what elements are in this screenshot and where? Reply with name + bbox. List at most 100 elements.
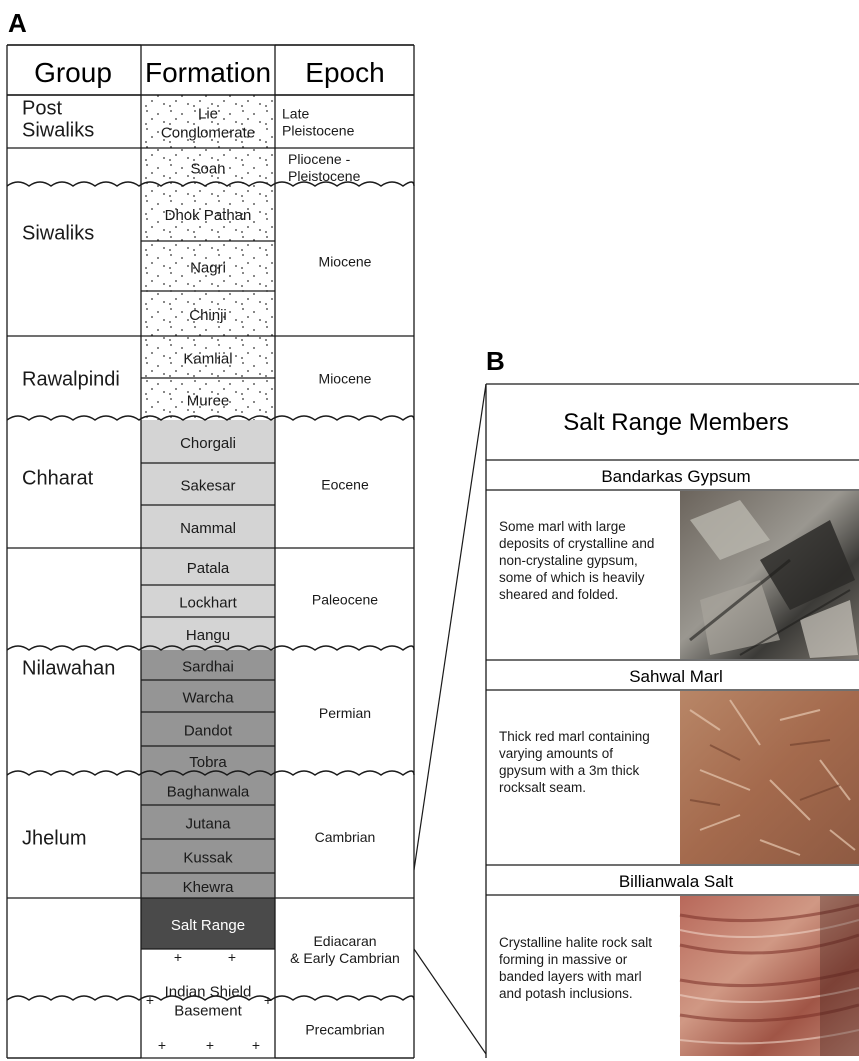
formation-label-baghanwala: Baghanwala <box>167 783 250 800</box>
formation-label-jutana: Jutana <box>185 815 231 832</box>
formation-label-kussak: Kussak <box>183 849 233 866</box>
formation-label-patala: Patala <box>187 560 230 577</box>
formation-label-sakesar: Sakesar <box>180 477 235 494</box>
basement-cross: + <box>252 1037 260 1053</box>
basement-cross: + <box>264 992 272 1008</box>
formation-label-dhok-pathan: Dhok Pathan <box>165 207 252 224</box>
formation-cell-salt-range <box>141 898 275 949</box>
epoch-label-precambrian: Precambrian <box>305 1022 384 1038</box>
formation-cell-nagri <box>141 241 275 291</box>
basement-cross: + <box>158 1037 166 1053</box>
connector-top <box>413 383 487 871</box>
formation-label-sardhai: Sardhai <box>182 658 234 675</box>
formation-fills <box>141 95 275 1058</box>
formation-cell-chorgali <box>141 420 275 463</box>
formation-label-kamlial: Kamlial <box>183 350 232 367</box>
formation-label-hangu: Hangu <box>186 627 230 644</box>
formation-cell-warcha <box>141 680 275 712</box>
column-grid <box>6 44 415 1059</box>
connector-bottom <box>413 948 487 1055</box>
formation-cell-lie-conglomerate <box>141 95 275 148</box>
unconformity-lines <box>6 181 415 1001</box>
panel-b-frame <box>485 383 859 1058</box>
member-name-bandarkas: Bandarkas Gypsum <box>601 467 750 486</box>
basement-cross: + <box>228 949 236 965</box>
formation-label-warcha: Warcha <box>182 689 234 706</box>
formation-cell-kamlial <box>141 336 275 378</box>
formation-label-khewra: Khewra <box>183 879 235 896</box>
epoch-label-ediacaran-early-cambrian: Ediacaran& Early Cambrian <box>290 933 400 966</box>
group-label-chharat: Chharat <box>22 467 94 489</box>
panel-b-title: Salt Range Members <box>563 409 788 436</box>
formation-label-lockhart: Lockhart <box>179 594 237 611</box>
formation-label-nammal: Nammal <box>180 520 236 537</box>
formation-cell-muree <box>141 378 275 420</box>
formation-label-chorgali: Chorgali <box>180 435 236 452</box>
group-label-siwaliks: Siwaliks <box>22 222 94 244</box>
epoch-label-cambrian: Cambrian <box>315 829 376 845</box>
epoch-label-pliocene-pleistocene: Pliocene -Pleistocene <box>288 151 361 184</box>
epoch-label-miocene: Miocene <box>319 254 372 270</box>
formation-cell-kussak <box>141 839 275 873</box>
group-label-jhelum: Jhelum <box>22 827 86 849</box>
formation-cell-baghanwala <box>141 775 275 805</box>
formation-cell-khewra <box>141 873 275 898</box>
formation-cell-hangu <box>141 617 275 650</box>
red-marl-photo <box>680 691 859 864</box>
formation-cell-dhok-pathan <box>141 186 275 241</box>
formation-label-tobra: Tobra <box>189 754 227 771</box>
header-formation: Formation <box>145 57 271 88</box>
formation-label-chinji: Chinji <box>189 307 227 324</box>
group-label-nilawahan: Nilawahan <box>22 657 115 679</box>
epoch-label-miocene: Miocene <box>319 371 372 387</box>
basement-cross: + <box>174 949 182 965</box>
gypsum-rock-photo <box>680 491 859 659</box>
formation-label-salt-range: Salt Range <box>171 917 245 934</box>
formation-cell-tobra <box>141 746 275 775</box>
group-label-rawalpindi: Rawalpindi <box>22 368 120 390</box>
panel-a-letter: A <box>8 8 27 38</box>
header-group: Group <box>34 57 112 88</box>
unconformity-line <box>6 415 415 421</box>
header-epoch: Epoch <box>305 57 384 88</box>
unconformity-line <box>6 770 415 776</box>
unconformity-line <box>6 645 415 651</box>
unconformity-line <box>6 995 415 1001</box>
formation-label-dandot: Dandot <box>184 722 233 739</box>
member-name-sahwal: Sahwal Marl <box>629 667 723 686</box>
formation-cell-lockhart <box>141 585 275 617</box>
formation-cell-dandot <box>141 712 275 746</box>
basement-crosses: + + + + + + + <box>146 949 272 1053</box>
panel-b-letter: B <box>486 346 505 376</box>
formation-label-muree: Muree <box>187 392 230 409</box>
formation-cell-patala <box>141 548 275 585</box>
rock-salt-photo <box>679 896 859 1056</box>
formation-cell-soan <box>141 148 275 186</box>
epoch-label-permian: Permian <box>319 705 371 721</box>
formation-cell-sakesar <box>141 463 275 505</box>
formation-label-soan: Soan <box>190 160 225 177</box>
formation-label-nagri: Nagri <box>190 259 226 276</box>
formation-cell-nammal <box>141 505 275 548</box>
basement-cross: + <box>206 1037 214 1053</box>
formation-cell-jutana <box>141 805 275 839</box>
formation-cell-chinji <box>141 291 275 336</box>
basement-cross: + <box>146 992 154 1008</box>
unconformity-line <box>6 181 415 187</box>
formation-cell-indian-shield-basement <box>141 949 275 1058</box>
member-name-billianwala: Billianwala Salt <box>619 872 734 891</box>
